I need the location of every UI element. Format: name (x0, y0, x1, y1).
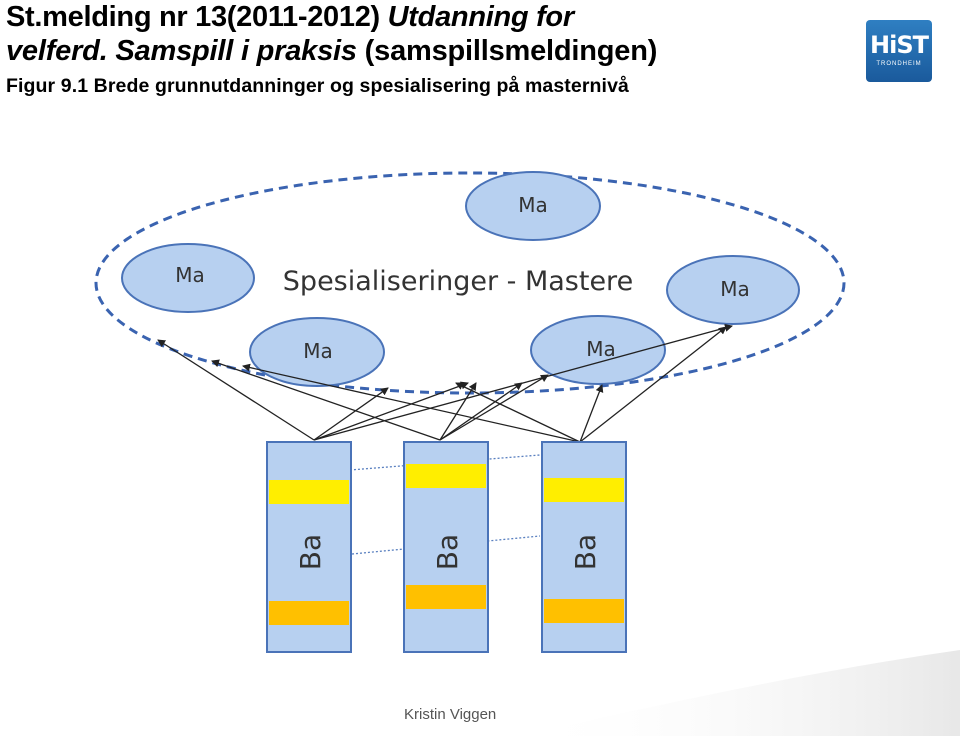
master-label: Ma (303, 339, 333, 363)
bachelor-column-3: Ba (541, 441, 627, 653)
yellow-band (544, 478, 624, 502)
bachelor-label: Ba (569, 534, 602, 570)
connector-arrows (157, 323, 733, 443)
orange-band (406, 585, 486, 609)
arrow (579, 326, 727, 443)
bachelor-column-1: Ba (266, 441, 352, 653)
page-title: St.melding nr 13(2011-2012) Utdanning fo… (6, 0, 846, 98)
specialization-label: Spesialiseringer - Mastere (283, 266, 633, 297)
title-line-1: St.melding nr 13(2011-2012) Utdanning fo… (6, 1, 574, 33)
author-footer: Kristin Viggen (404, 706, 497, 723)
arrow (313, 381, 469, 441)
master-label: Ma (518, 193, 548, 217)
master-ellipse-top: Ma (465, 171, 601, 241)
arrow (313, 387, 389, 441)
master-ellipse-lower-left: Ma (249, 317, 385, 387)
orange-band (544, 599, 624, 623)
master-ellipse-left: Ma (121, 243, 255, 313)
title-line-2: velferd. Samspill i praksis (samspillsme… (6, 35, 658, 67)
dotted-links (349, 454, 541, 555)
master-ellipse-right: Ma (666, 255, 800, 325)
master-label: Ma (720, 277, 750, 301)
logo-subtext: TRONDHEIM (876, 61, 922, 67)
master-ellipse-lower-right: Ma (530, 315, 666, 385)
arrow (211, 359, 441, 441)
arrow (455, 382, 581, 443)
arrow (157, 339, 315, 441)
arrow (439, 374, 549, 441)
arrow (439, 382, 477, 441)
bachelor-column-2: Ba (403, 441, 489, 653)
orange-band (269, 601, 349, 625)
bachelor-label: Ba (431, 534, 464, 570)
background-swoosh (520, 650, 960, 736)
logo-text: HiST (870, 31, 929, 59)
arrow (439, 382, 523, 441)
figure-caption: Figur 9.1 Brede grunnutdanninger og spes… (6, 75, 629, 97)
master-label: Ma (175, 263, 205, 287)
hist-logo: HiST TRONDHEIM (866, 20, 932, 82)
master-label: Ma (586, 337, 616, 361)
yellow-band (269, 480, 349, 504)
bachelor-label: Ba (294, 534, 327, 570)
yellow-band (406, 464, 486, 488)
arrow (579, 384, 604, 443)
arrow (242, 363, 581, 443)
